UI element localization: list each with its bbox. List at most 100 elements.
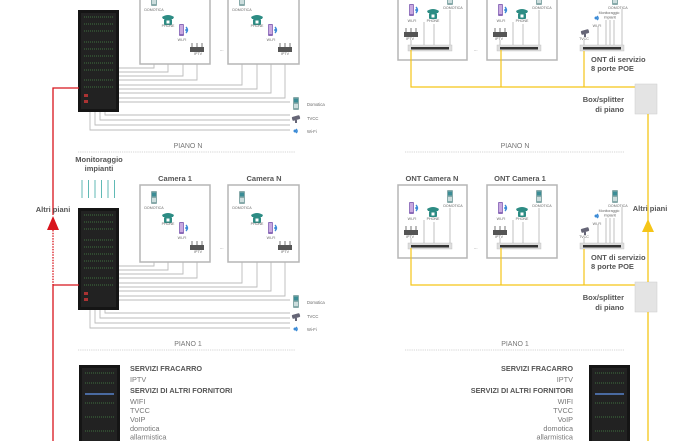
other-floors-label-right: Altri piani: [633, 204, 668, 213]
ont-switch-icon: [496, 44, 542, 52]
phone-label: PHONE: [162, 222, 175, 226]
wifi-label: WI-FI: [408, 19, 417, 23]
phone-label: PHONE: [427, 217, 440, 221]
splitter-label-2: di piano: [595, 303, 624, 312]
services-heading-others: SERVIZI DI ALTRI FORNITORI: [130, 386, 232, 395]
server-rack-icon: [79, 365, 120, 441]
services-heading-others: SERVIZI DI ALTRI FORNITORI: [471, 386, 573, 395]
service-ont-title: ONT di servizio: [591, 253, 646, 262]
iptv-label: IPTV: [495, 37, 504, 41]
room-camera-1: Camera 1 DOMOTICA PHONE WI-FI IPTV: [139, 174, 211, 263]
phone-label: PHONE: [516, 217, 529, 221]
service-ont: DOMOTICA Monitoraggio impianti WI-FI TVC…: [579, 0, 646, 73]
wifi-icon: [292, 326, 298, 332]
ont-room-n: ONT Camera N WI-FI PHONE DOMOTICA IPTV: [397, 174, 468, 259]
splitter-label: Box/splitter: [583, 293, 624, 302]
room-camera-n: DOMOTICA PHONE WI-FI IPTV: [227, 0, 300, 65]
domotica-label: DOMOTICA: [232, 8, 252, 12]
domotica-label: DOMOTICA: [443, 204, 463, 208]
monitoring-label-2: impianti: [604, 214, 617, 218]
ont-switch-icon: [496, 242, 542, 250]
splitter-label: Box/splitter: [583, 95, 624, 104]
wifi-icon: [593, 213, 599, 219]
ont-switch-icon: [579, 242, 625, 250]
service-item: TVCC: [130, 406, 150, 415]
services-list-right: SERVIZI FRACARRO IPTV SERVIZI DI ALTRI F…: [471, 364, 574, 441]
service-item: VoIP: [130, 415, 146, 424]
floor-label: PIANO 1: [501, 341, 529, 348]
ont-switch-icon: [407, 44, 453, 52]
service-item: allarmistica: [130, 433, 167, 441]
tvcc-label: TVCC: [579, 235, 589, 239]
room-camera-n: Camera N DOMOTICA PHONE WI-FI IPTV: [227, 174, 300, 263]
arrow-up-icon: [642, 219, 654, 232]
service-item: TVCC: [553, 406, 573, 415]
ont-switch-icon: [407, 242, 453, 250]
floor-label: PIANO 1: [174, 341, 202, 348]
phone-label: PHONE: [251, 24, 264, 28]
floor-label: PIANO N: [501, 143, 530, 150]
iptv-label: IPTV: [406, 37, 415, 41]
tvcc-label: TVCC: [579, 37, 589, 41]
ont-switch-icon: [579, 44, 625, 52]
wifi-label: WI-FI: [497, 217, 506, 221]
service-ont-title: ONT di servizio: [591, 55, 646, 64]
room-title: Camera 1: [158, 174, 192, 183]
monitoring-title-2: impianti: [85, 164, 114, 173]
domotica-icon: [447, 0, 453, 5]
room-camera-1: DOMOTICA PHONE WI-FI IPTV: [139, 0, 211, 65]
iptv-router-icon: [492, 27, 508, 38]
monitoring-title: Monitoraggio: [75, 155, 123, 164]
service-item: VoIP: [558, 415, 574, 424]
server-rack-icon: [78, 10, 119, 112]
service-item: WIFI: [558, 397, 573, 406]
monitoring-label: Monitoraggio: [599, 11, 620, 15]
room-title: Camera N: [246, 174, 281, 183]
wifi-label: WI-FI: [267, 236, 276, 240]
left-upper-floor-section: DOMOTICA PHONE WI-FI IPTV ... DOMOTICA P…: [78, 0, 325, 153]
domotica-icon: [536, 0, 542, 5]
services-heading-fracarro: SERVIZI FRACARRO: [130, 364, 202, 373]
iptv-label: IPTV: [194, 250, 203, 254]
ellipsis: ...: [220, 47, 224, 52]
services-list-left: SERVIZI FRACARRO IPTV SERVIZI DI ALTRI F…: [130, 364, 232, 441]
phone-label: PHONE: [162, 24, 175, 28]
legend-domotica: Domotica: [307, 102, 325, 107]
domotica-icon: [293, 295, 299, 308]
service-item: WIFI: [130, 397, 145, 406]
domotica-label: DOMOTICA: [232, 206, 252, 210]
domotica-label: DOMOTICA: [532, 204, 552, 208]
domotica-label: DOMOTICA: [532, 6, 552, 10]
arrow-up-icon: [47, 216, 59, 230]
ellipsis: ...: [220, 245, 224, 250]
left-floor-section: Monitoraggio impianti: [75, 155, 325, 351]
ont-room-n: WI-FI PHONE DOMOTICA IPTV: [397, 0, 468, 61]
monitoring-label-2: impianti: [604, 16, 617, 20]
service-item: allarmistica: [537, 433, 574, 441]
domotica-icon: [239, 191, 245, 204]
phone-label: PHONE: [516, 19, 529, 23]
wifi-label: WI-FI: [497, 19, 506, 23]
legend-domotica: Domotica: [307, 300, 325, 305]
service-ont-subtitle: 8 porte POE: [591, 64, 634, 73]
monitoring-lines-icon: [81, 180, 115, 198]
services-heading-fracarro: SERVIZI FRACARRO: [501, 364, 573, 373]
domotica-icon: [151, 0, 157, 6]
phone-label: PHONE: [427, 19, 440, 23]
iptv-router-icon: [403, 225, 419, 236]
domotica-label: DOMOTICA: [608, 6, 628, 10]
iptv-router-icon: [189, 240, 205, 251]
wifi-icon: [292, 128, 298, 134]
service-ont: DOMOTICA Monitoraggio impianti WI-FI TVC…: [579, 190, 646, 271]
cctv-camera-icon: [580, 227, 590, 235]
cctv-camera-icon: [291, 313, 301, 321]
domotica-icon: [447, 190, 453, 203]
service-item: IPTV: [130, 375, 146, 384]
domotica-label: DOMOTICA: [608, 204, 628, 208]
domotica-icon: [239, 0, 245, 6]
iptv-router-icon: [277, 240, 293, 251]
domotica-icon: [293, 97, 299, 110]
iptv-label: IPTV: [495, 235, 504, 239]
right-upper-floor-section: WI-FI PHONE DOMOTICA IPTV ... WI-FI PHON…: [397, 0, 658, 153]
